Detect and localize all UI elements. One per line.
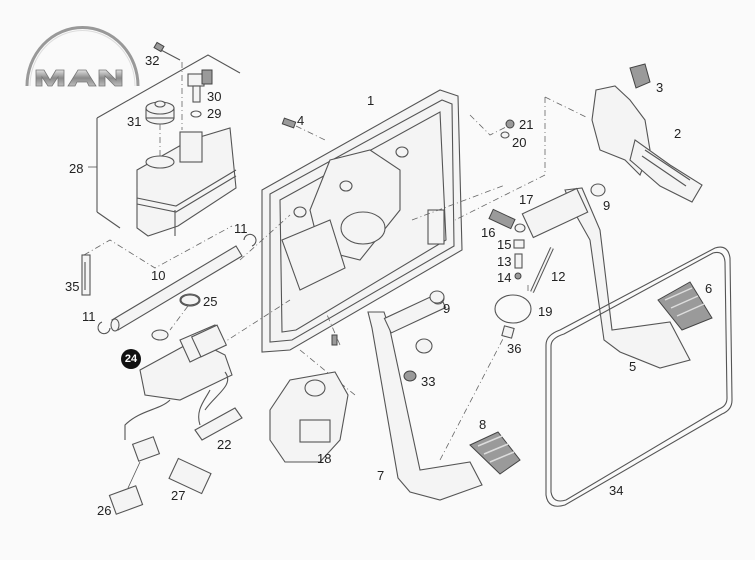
part-reservoir-tank	[136, 127, 237, 237]
callout-9-mid[interactable]: 9	[443, 301, 451, 316]
part-29-oring	[190, 110, 202, 118]
callout-18[interactable]: 18	[317, 451, 332, 466]
part-1-housing	[261, 89, 463, 353]
callout-21[interactable]: 21	[519, 117, 534, 132]
callout-30[interactable]: 30	[207, 89, 222, 104]
callout-25[interactable]: 25	[203, 294, 218, 309]
part-20-washer	[500, 131, 510, 139]
part-10-rod	[110, 245, 243, 332]
part-3-cap	[629, 63, 651, 89]
part-14-nut	[514, 272, 522, 280]
part-27-connector	[168, 457, 212, 495]
callout-3[interactable]: 3	[656, 80, 664, 95]
bottom-strip	[0, 560, 755, 570]
callout-2[interactable]: 2	[674, 126, 682, 141]
part-16-spring	[488, 208, 516, 230]
callout-20[interactable]: 20	[512, 135, 527, 150]
part-30-sensor	[187, 69, 213, 103]
part-22-sensor	[194, 389, 243, 441]
part-9-bushing-mid	[429, 290, 445, 304]
part-15-bush	[513, 239, 525, 249]
callout-12[interactable]: 12	[551, 269, 566, 284]
part-33-fitting	[403, 370, 417, 382]
callout-13[interactable]: 13	[497, 254, 512, 269]
part-11-clip-left	[97, 321, 111, 335]
callout-24-highlighted[interactable]: 24	[121, 349, 141, 369]
callout-29[interactable]: 29	[207, 106, 222, 121]
callout-15[interactable]: 15	[497, 237, 512, 252]
callout-7[interactable]: 7	[377, 468, 385, 483]
callout-1[interactable]: 1	[367, 93, 375, 108]
callout-11-right[interactable]: 11	[234, 221, 248, 236]
part-2-accelerator-pedal	[591, 85, 703, 203]
callout-22[interactable]: 22	[217, 437, 232, 452]
callout-9-top[interactable]: 9	[603, 198, 611, 213]
part-28-reservoir-frame	[88, 54, 241, 229]
callout-32[interactable]: 32	[145, 53, 160, 68]
callout-5[interactable]: 5	[629, 359, 637, 374]
callout-28[interactable]: 28	[69, 161, 84, 176]
callout-14[interactable]: 14	[497, 270, 512, 285]
part-4-screw	[281, 117, 326, 141]
callout-26[interactable]: 26	[97, 503, 112, 518]
part-21-nut	[505, 119, 515, 129]
part-25-cap	[169, 294, 200, 331]
callout-35[interactable]: 35	[65, 279, 80, 294]
part-13-pin	[514, 253, 523, 269]
part-17-nut	[514, 223, 526, 233]
part-31-cap	[145, 100, 175, 156]
part-36-block	[501, 325, 515, 339]
part-18-actuator	[269, 371, 349, 463]
callout-33[interactable]: 33	[421, 374, 436, 389]
part-11-clip-right	[243, 233, 257, 247]
part-6-pedal-pad	[657, 281, 713, 331]
callout-36[interactable]: 36	[507, 341, 522, 356]
callout-27[interactable]: 27	[171, 488, 186, 503]
callout-6[interactable]: 6	[705, 281, 713, 296]
part-7-brake-pedal	[367, 291, 483, 501]
man-logo	[25, 26, 140, 87]
part-34-seal	[545, 246, 733, 507]
callout-34[interactable]: 34	[609, 483, 624, 498]
callout-16[interactable]: 16	[481, 225, 496, 240]
part-12-bolt	[530, 247, 554, 293]
part-23-screw	[331, 334, 338, 346]
callout-19[interactable]: 19	[538, 304, 553, 319]
callout-17[interactable]: 17	[519, 192, 534, 207]
part-35-label-plate	[81, 254, 91, 296]
part-5-clutch-pedal	[521, 187, 691, 369]
part-26-connector	[108, 436, 161, 515]
callout-8[interactable]: 8	[479, 417, 487, 432]
part-8-pedal-pad	[469, 431, 521, 475]
part-9-bushing-top	[590, 183, 606, 197]
callout-31[interactable]: 31	[127, 114, 142, 129]
part-19-oring	[494, 294, 532, 324]
callout-11-left[interactable]: 11	[82, 309, 96, 324]
callout-4[interactable]: 4	[297, 113, 305, 128]
callout-10[interactable]: 10	[151, 268, 166, 283]
part-32-screw	[153, 41, 183, 130]
